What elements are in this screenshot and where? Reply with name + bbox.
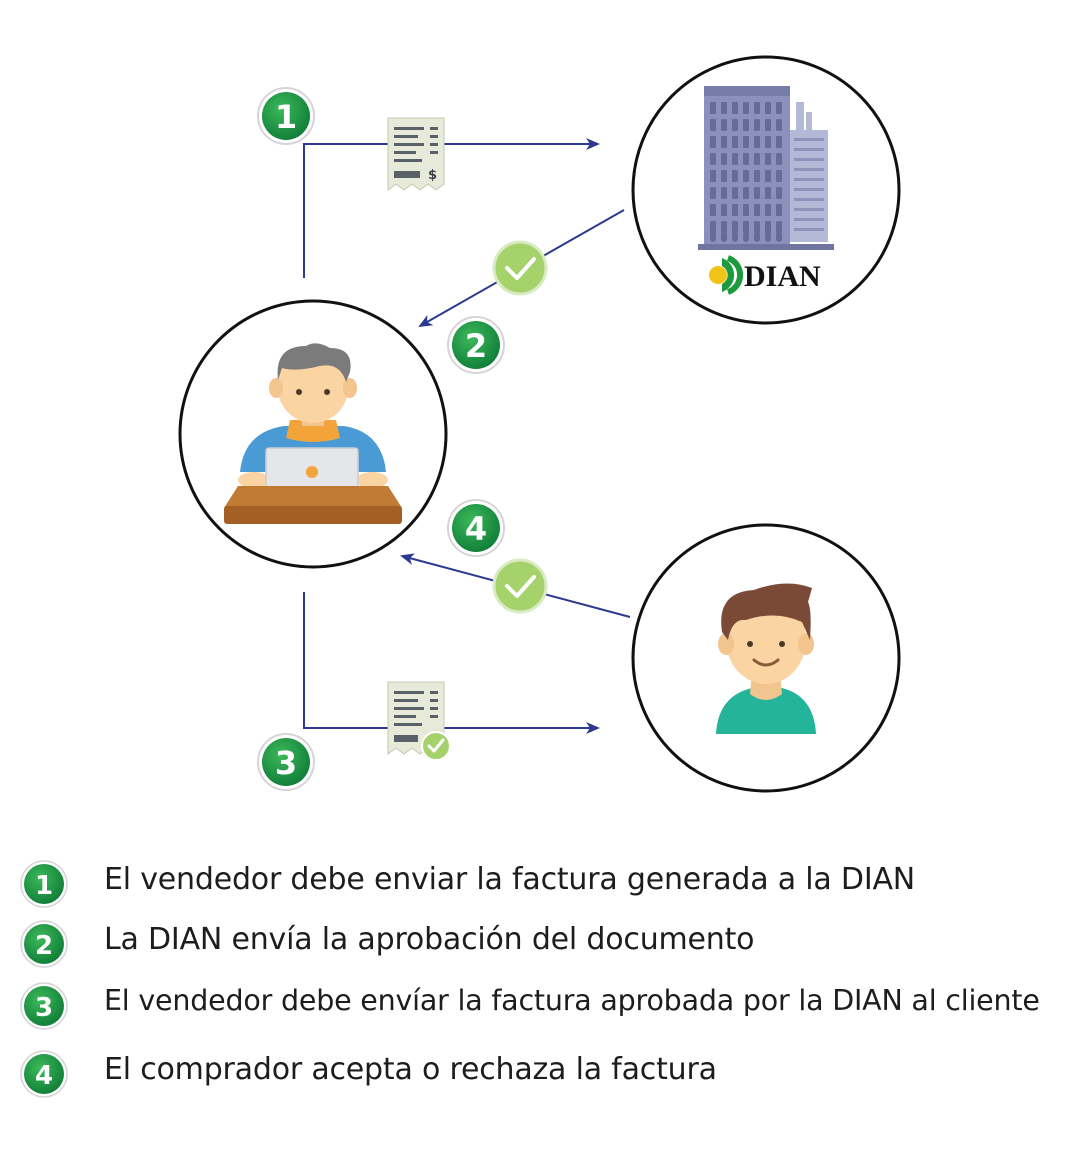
svg-text:1: 1: [35, 871, 53, 901]
svg-text:3: 3: [35, 993, 53, 1023]
legend-badge-2: 2: [20, 920, 68, 968]
legend-item-1: 1 El vendedor debe enviar la factura gen…: [20, 860, 1070, 910]
dian-node: DIAN: [631, 55, 901, 325]
legend-item-4: 4 El comprador acepta o rechaza la factu…: [20, 1050, 1070, 1100]
approved-check-icon: [421, 731, 451, 761]
legend-badge-4: 4: [20, 1050, 68, 1098]
seller-node: [178, 299, 448, 569]
svg-text:2: 2: [35, 931, 53, 961]
invoice-receipt-icon: $: [387, 117, 445, 191]
svg-text:2: 2: [465, 327, 487, 365]
step-badge-4: 4: [447, 499, 505, 557]
approved-invoice-receipt-icon: [387, 681, 451, 761]
step-badge-2: 2: [447, 316, 505, 374]
legend-badge-1: 1: [20, 860, 68, 908]
svg-text:1: 1: [275, 98, 297, 136]
step-badge-1: 1: [257, 87, 315, 145]
legend-text-2: La DIAN envía la aprobación del document…: [104, 922, 755, 957]
seller-avatar-icon: [224, 343, 402, 524]
approval-check-icon-4: [492, 558, 548, 614]
svg-text:4: 4: [465, 510, 487, 548]
svg-text:3: 3: [275, 744, 297, 782]
receipt-dollar-sign: $: [428, 168, 437, 183]
arrow-1-seller-to-dian: [303, 138, 600, 278]
legend-item-3: 3 El vendedor debe envíar la factura apr…: [20, 982, 1070, 1032]
approval-check-icon-2: [492, 240, 548, 296]
arrow-3-seller-to-buyer: [303, 592, 600, 734]
dian-logo: DIAN: [709, 255, 821, 295]
buyer-node: [631, 523, 901, 793]
building-icon: [698, 86, 834, 250]
legend-badge-3: 3: [20, 982, 68, 1030]
legend-text-4: El comprador acepta o rechaza la factura: [104, 1052, 717, 1087]
buyer-avatar-icon: [716, 583, 816, 734]
legend-text-3: El vendedor debe envíar la factura aprob…: [104, 984, 1040, 1017]
dian-logo-text: DIAN: [744, 260, 821, 293]
legend: 1 El vendedor debe enviar la factura gen…: [0, 840, 1080, 1140]
legend-text-1: El vendedor debe enviar la factura gener…: [104, 862, 916, 897]
step-badge-3: 3: [257, 733, 315, 791]
dian-logo-sun-icon: [709, 255, 744, 295]
svg-text:4: 4: [35, 1061, 53, 1091]
legend-item-2: 2 La DIAN envía la aprobación del docume…: [20, 920, 1070, 970]
invoice-flow-diagram: DIAN: [178, 55, 901, 793]
